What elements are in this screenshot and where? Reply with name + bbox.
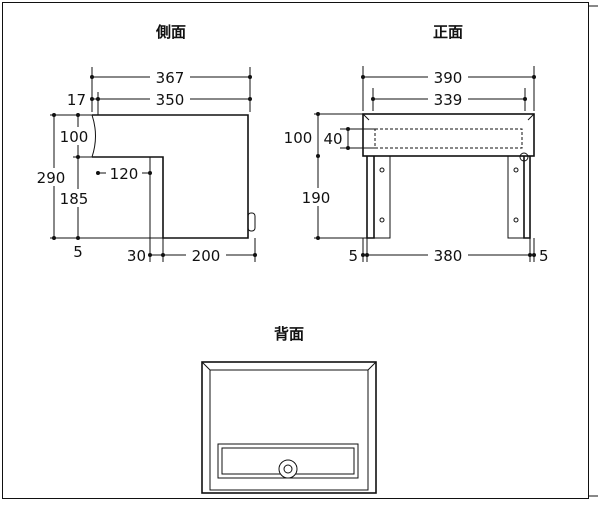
front-view-bolt	[379, 167, 385, 173]
back-view-title: 背面	[274, 325, 304, 343]
dim-point	[76, 155, 80, 159]
page-border	[2, 2, 589, 499]
back-view-knob-outer	[278, 459, 298, 479]
dim-mask	[57, 189, 91, 207]
dim-point	[361, 253, 365, 257]
dim-point	[96, 97, 100, 101]
dim-point	[96, 171, 100, 175]
dim-350: 350	[156, 91, 185, 109]
dim-point	[346, 146, 350, 150]
dim-mask	[428, 246, 468, 264]
dim-point	[523, 97, 527, 101]
dim-point	[316, 154, 320, 158]
dim-front-5-left: 5	[348, 247, 358, 265]
dim-point	[528, 253, 532, 257]
dim-mask	[428, 68, 468, 86]
front-view-leg-left-edge	[366, 156, 375, 239]
dim-367: 367	[156, 69, 185, 87]
side-view-knob	[247, 212, 256, 232]
dim-290: 290	[37, 169, 66, 187]
front-view-top-panel	[362, 113, 535, 157]
front-view-bolt	[513, 167, 519, 173]
dim-front-5-right: 5	[539, 247, 549, 265]
dim-30: 30	[127, 247, 146, 265]
dim-point	[76, 113, 80, 117]
dim-point	[76, 236, 80, 240]
dim-point	[371, 97, 375, 101]
dim-mask	[150, 90, 190, 108]
side-view-front-curve	[91, 114, 96, 158]
front-view-bolt	[513, 217, 519, 223]
dim-mask	[150, 68, 190, 86]
dim-front-100: 100	[284, 129, 313, 147]
dim-40: 40	[323, 130, 342, 148]
dim-mask	[34, 168, 68, 186]
dim-point	[148, 253, 152, 257]
front-view-bevel	[527, 113, 535, 121]
dim-point	[52, 236, 56, 240]
dim-339: 339	[434, 91, 463, 109]
dim-point	[248, 75, 252, 79]
front-view-title: 正面	[433, 23, 463, 41]
back-view-knob-inner	[283, 464, 293, 474]
dim-17: 17	[67, 91, 86, 109]
dim-point	[52, 113, 56, 117]
dim-point	[361, 75, 365, 79]
side-view: 側面 367 350 17 100	[34, 23, 257, 265]
dim-point	[161, 253, 165, 257]
front-view: 正面 390 339	[282, 23, 549, 265]
dim-side-5: 5	[73, 243, 83, 261]
front-view-leg-left	[373, 155, 391, 239]
dim-point	[346, 127, 350, 131]
back-view-bevel	[201, 361, 211, 371]
dim-point	[316, 236, 320, 240]
back-view: 背面	[201, 325, 377, 494]
front-view-leg-right-edge	[523, 156, 531, 239]
dim-point	[316, 112, 320, 116]
dim-side-100: 100	[60, 128, 89, 146]
dim-200: 200	[192, 247, 221, 265]
front-view-slot	[374, 128, 523, 149]
dim-190: 190	[302, 189, 331, 207]
side-view-body	[92, 114, 249, 239]
dim-mask	[186, 246, 226, 264]
dim-point	[365, 253, 369, 257]
dim-120: 120	[110, 165, 139, 183]
dim-point	[90, 97, 94, 101]
back-view-inner-frame	[209, 369, 369, 491]
front-view-bolt	[379, 217, 385, 223]
dim-185: 185	[60, 190, 89, 208]
dim-380: 380	[434, 247, 463, 265]
dim-mask	[57, 127, 91, 145]
dim-point	[248, 97, 252, 101]
front-view-leg-right	[507, 155, 525, 239]
side-view-title: 側面	[155, 23, 186, 41]
dim-point	[532, 75, 536, 79]
dim-point	[532, 253, 536, 257]
dim-390: 390	[434, 69, 463, 87]
dim-point	[90, 75, 94, 79]
dim-mask	[298, 188, 334, 206]
dim-mask	[282, 128, 316, 146]
dim-point	[148, 171, 152, 175]
back-view-bevel	[367, 361, 377, 371]
dim-point	[253, 253, 257, 257]
dim-mask	[428, 90, 468, 108]
back-view-frame	[201, 361, 377, 494]
dim-mask	[106, 164, 142, 182]
front-view-bevel	[362, 113, 370, 121]
